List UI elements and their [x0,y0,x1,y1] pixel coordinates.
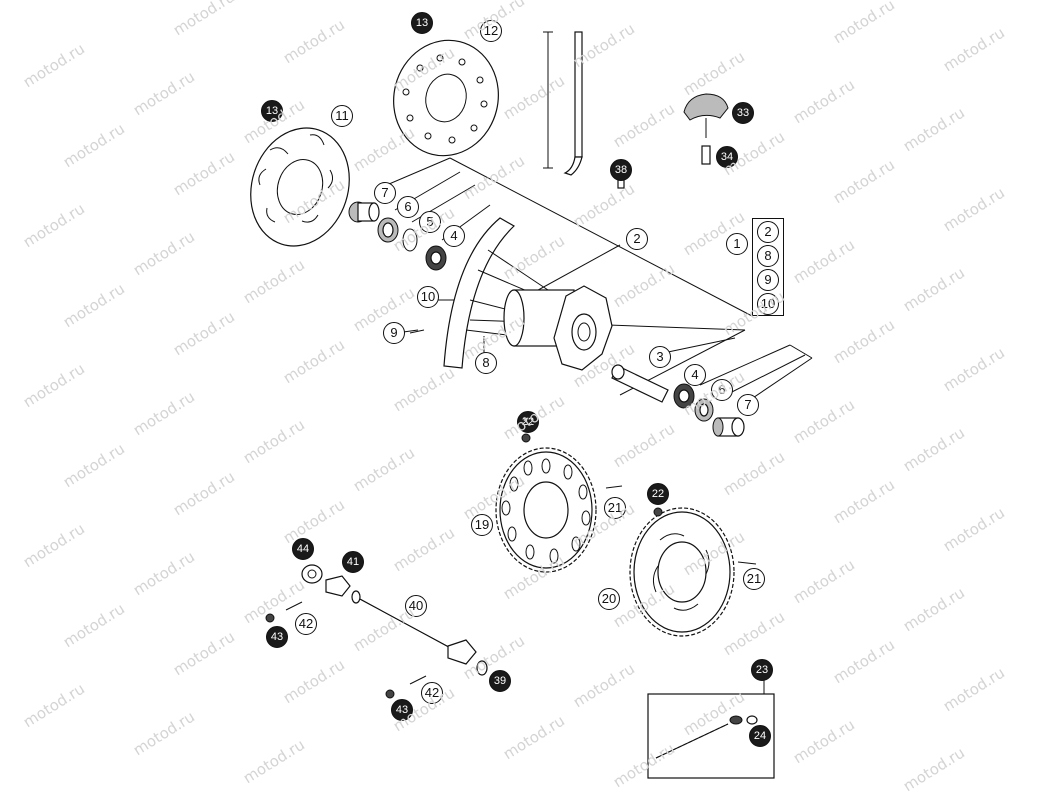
part-callout-13-left[interactable]: 13 [261,100,283,122]
part-callout-10[interactable]: 10 [417,286,439,308]
nut-44 [301,564,323,584]
chain-adjuster-41 [325,575,351,597]
axle-40 [351,590,477,665]
part-callout-22-b[interactable]: 22 [647,483,669,505]
kit-item-10[interactable]: 10 [757,293,779,315]
spacer-3 [611,364,669,403]
adjuster-nut-43-a [265,613,275,623]
part-callout-6-right[interactable]: 6 [711,379,733,401]
part-callout-43-a[interactable]: 43 [266,626,288,648]
part-callout-19[interactable]: 19 [471,514,493,536]
part-callout-3[interactable]: 3 [649,346,671,368]
tire-tool-33 [683,93,729,165]
nut-22-a [521,433,531,443]
part-callout-13-top[interactable]: 13 [411,12,433,34]
kit-item-2[interactable]: 2 [757,221,779,243]
kit-item-9[interactable]: 9 [757,269,779,291]
part-callout-34[interactable]: 34 [716,146,738,168]
part-callout-7-right[interactable]: 7 [737,394,759,416]
part-callout-23[interactable]: 23 [751,659,773,681]
valve-38 [617,179,625,189]
circlip-5 [402,228,418,252]
brake-disc-11 [250,127,350,247]
bolt-21-b [737,561,757,565]
bearing-4-right [673,383,695,409]
part-callout-1[interactable]: 1 [726,233,748,255]
spacer-39 [476,660,488,676]
part-callout-20[interactable]: 20 [598,588,620,610]
part-callout-5[interactable]: 5 [419,211,441,233]
sprocket-20 [629,507,735,637]
adjuster-bolt-42-b [409,675,427,685]
part-callout-24[interactable]: 24 [749,725,771,747]
part-callout-42-b[interactable]: 42 [421,682,443,704]
part-callout-22-a[interactable]: 22 [517,411,539,433]
hub-spacer-7-left [348,201,380,223]
part-callout-21-a[interactable]: 21 [604,497,626,519]
seal-6-right [694,398,714,422]
bolt-21-a [605,485,623,489]
kit-item-8[interactable]: 8 [757,245,779,267]
brake-disc-12 [393,39,499,157]
part-callout-43-b[interactable]: 43 [391,699,413,721]
bearing-4-left [425,245,447,271]
part-callout-6-left[interactable]: 6 [397,196,419,218]
part-callout-40[interactable]: 40 [405,595,427,617]
nut-22-b [653,507,663,517]
part-callout-12[interactable]: 12 [480,20,502,42]
sprocket-19 [495,447,597,573]
hub-2 [503,285,613,371]
part-callout-4-right[interactable]: 4 [684,364,706,386]
part-callout-2[interactable]: 2 [626,228,648,250]
adjuster-nut-43-b [385,689,395,699]
adjuster-bolt-42-a [285,601,303,611]
part-callout-9[interactable]: 9 [383,322,405,344]
spoke-tool [543,31,583,176]
part-callout-41[interactable]: 41 [342,551,364,573]
assembly-guide-lines [374,157,813,409]
part-callout-33[interactable]: 33 [732,102,754,124]
seal-6-left [377,217,399,243]
part-callout-39[interactable]: 39 [489,670,511,692]
part-callout-4-left[interactable]: 4 [443,225,465,247]
part-callout-21-b[interactable]: 21 [743,568,765,590]
hub-spacer-7-right [712,417,745,437]
part-callout-8[interactable]: 8 [475,352,497,374]
part-callout-7-left[interactable]: 7 [374,182,396,204]
spoke-nipple-9 [409,329,425,334]
kit-contents-box: 2 8 9 10 [752,218,784,316]
part-callout-44[interactable]: 44 [292,538,314,560]
part-callout-42-a[interactable]: 42 [295,613,317,635]
part-callout-38[interactable]: 38 [610,159,632,181]
part-callout-11[interactable]: 11 [331,105,353,127]
